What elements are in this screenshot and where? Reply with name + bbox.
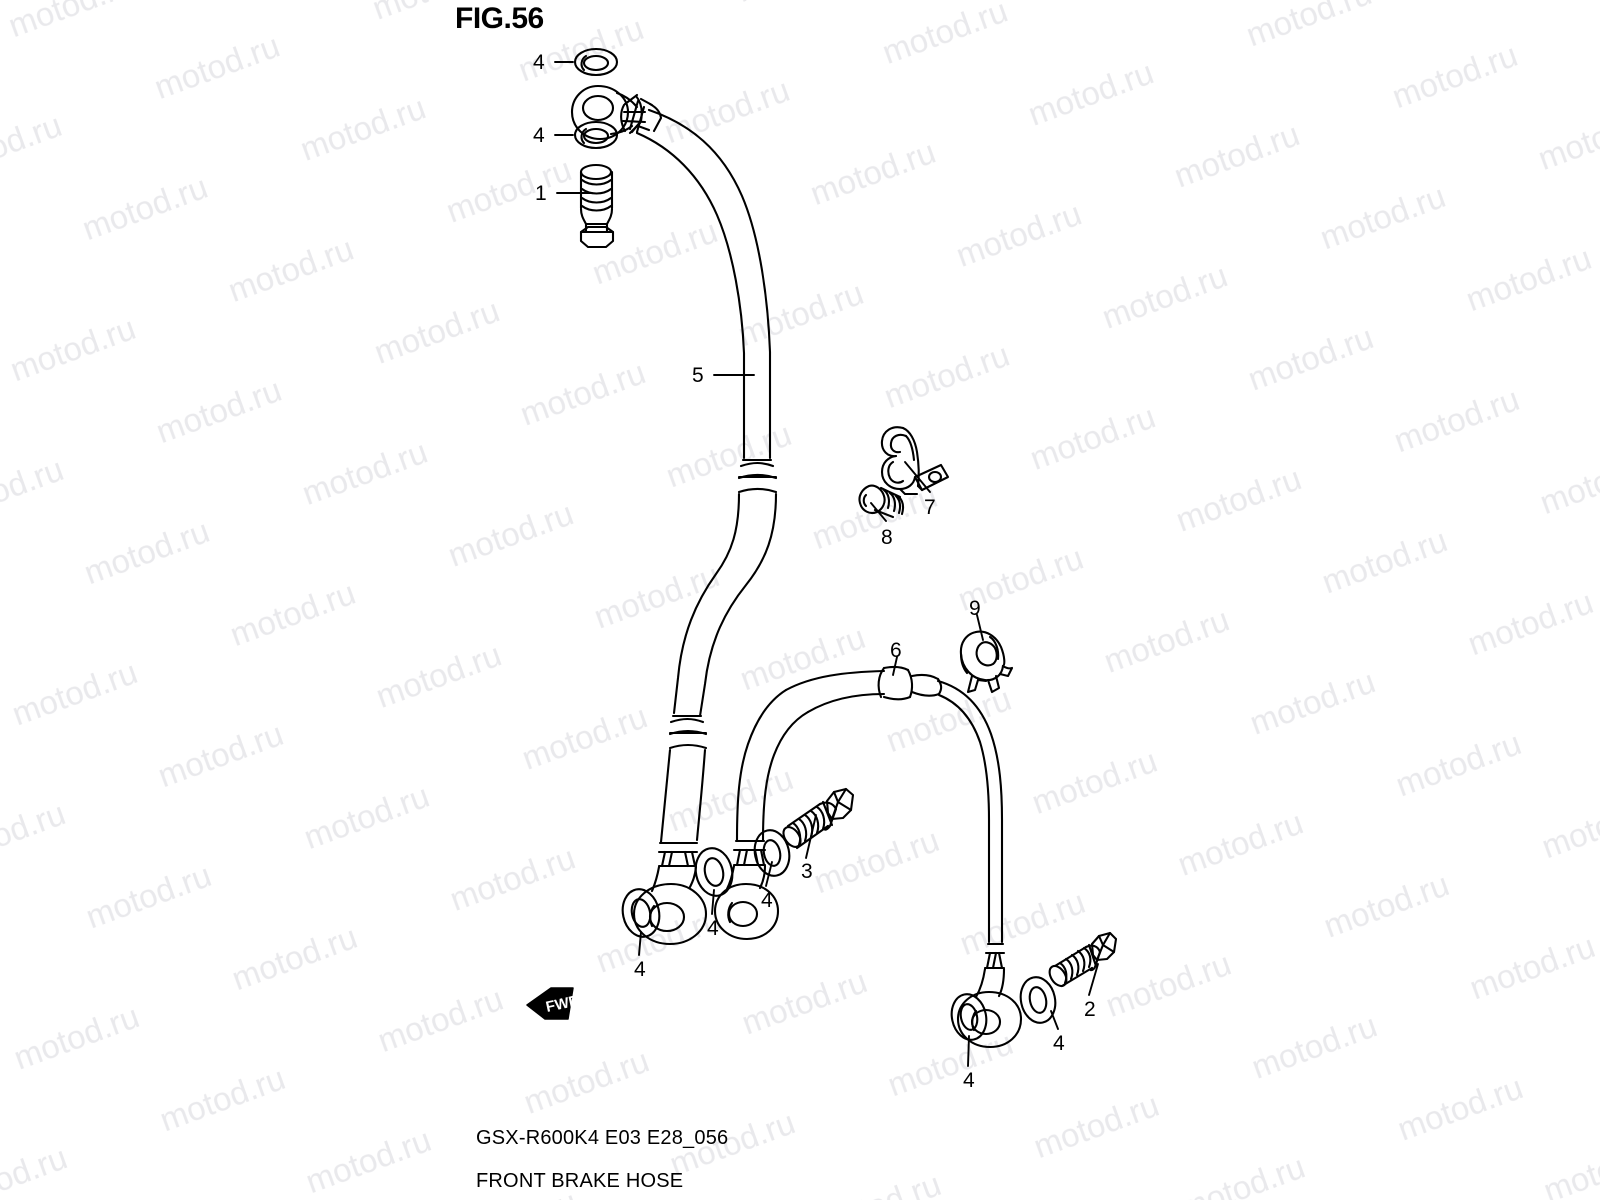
footer-assembly-name: FRONT BRAKE HOSE — [476, 1170, 684, 1192]
callout-5-hose-upper: 5 — [692, 365, 704, 386]
callout-label: 8 — [881, 526, 893, 549]
washer-mid-right — [753, 829, 791, 877]
callout-4-mid-center: 4 — [707, 918, 719, 939]
callout-label: 4 — [707, 917, 719, 940]
callout-4-upper-inner: 4 — [533, 125, 545, 146]
footer-model-code: GSX-R600K4 E03 E28_056 — [476, 1127, 729, 1149]
callout-label: 4 — [533, 51, 545, 74]
callout-label: 4 — [761, 889, 773, 912]
callout-label: 6 — [890, 639, 902, 662]
callout-4-lower-right: 4 — [1053, 1033, 1065, 1054]
callout-8-bolt: 8 — [881, 527, 893, 548]
callout-7-bracket: 7 — [924, 497, 936, 518]
callout-label: 4 — [533, 124, 545, 147]
washer-upper-outer — [573, 47, 619, 77]
banjo-bolt-master-cylinder — [579, 163, 615, 249]
hose-clamp — [959, 630, 1014, 694]
brake-hose-upper-body — [632, 108, 778, 946]
banjo-bolt-double — [782, 787, 855, 850]
leader-washer-lower-left — [967, 1035, 970, 1067]
callout-4-upper-outer: 4 — [533, 52, 545, 73]
callout-6-hose-lower: 6 — [890, 640, 902, 661]
callout-label: 4 — [963, 1069, 975, 1092]
callout-4-mid-right: 4 — [761, 890, 773, 911]
callout-label: 2 — [1084, 998, 1096, 1021]
callout-3-banjo-bolt-double: 3 — [801, 861, 813, 882]
callout-label: 4 — [634, 958, 646, 981]
callout-label: 9 — [969, 597, 981, 620]
callout-2-banjo-bolt-caliper: 2 — [1084, 999, 1096, 1020]
banjo-bolt-caliper — [1048, 931, 1118, 988]
leader-washer-mid-center — [711, 889, 715, 915]
callout-9-clamp: 9 — [969, 598, 981, 619]
callout-4-lower-left: 4 — [963, 1070, 975, 1091]
leader-washer-lower-right — [1050, 1010, 1059, 1030]
figure-title: FIG.56 — [455, 2, 544, 35]
hose-bracket — [880, 426, 950, 496]
bracket-bolt — [858, 484, 905, 519]
leader-lines — [554, 61, 1099, 1067]
callout-label: 3 — [801, 860, 813, 883]
callout-label: 7 — [924, 496, 936, 519]
callout-label: 5 — [692, 364, 704, 387]
callout-label: 4 — [1053, 1032, 1065, 1055]
callout-4-mid-left: 4 — [634, 959, 646, 980]
fwd-direction-marker: FWD — [526, 987, 581, 1020]
callout-label: 1 — [535, 182, 547, 205]
callout-1-banjo-bolt: 1 — [535, 183, 547, 204]
